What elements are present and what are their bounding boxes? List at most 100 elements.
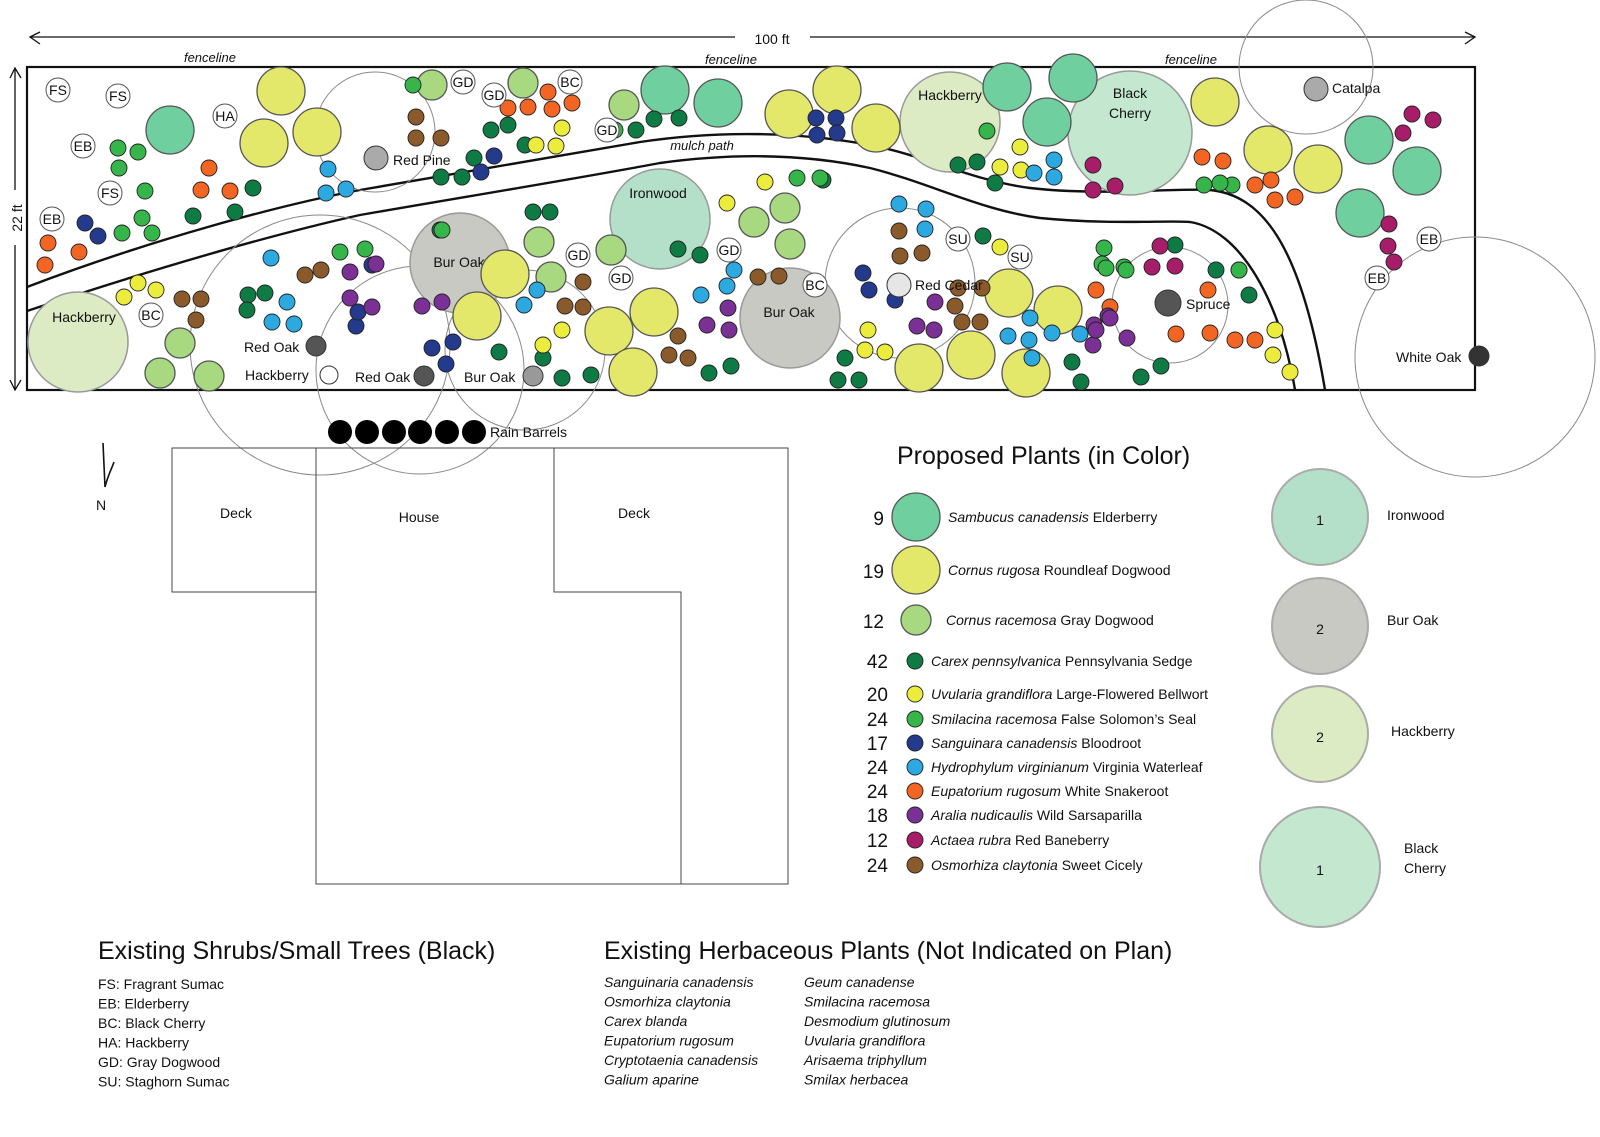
proposed-plant-markers xyxy=(36,53,1442,398)
legend-text: Sanguinara canadensis Bloodroot xyxy=(931,735,1141,751)
existing-herbaceous-item: Galium aparine xyxy=(604,1072,699,1088)
north-arrow-icon xyxy=(102,442,115,488)
shrub-code-marker-fs: FS xyxy=(105,83,131,109)
sweet-cicely-marker xyxy=(660,346,678,364)
red-pine-trunk xyxy=(363,145,389,171)
bur-oak-trunk xyxy=(522,365,544,387)
svg-text:GD: GD xyxy=(611,270,632,286)
solomons-seal-marker xyxy=(136,182,154,200)
legend-row-bloodroot: 17 Sanguinara canadensis Bloodroot xyxy=(867,734,1141,755)
solomons-seal-marker xyxy=(143,224,161,242)
bloodroot-marker xyxy=(807,109,825,127)
gray-dogwood-marker xyxy=(774,228,806,260)
sarsaparilla-marker xyxy=(908,317,926,335)
waterleaf-marker xyxy=(917,200,935,218)
waterleaf-marker xyxy=(317,184,335,202)
house-outline xyxy=(171,447,789,885)
sweet-cicely-marker xyxy=(749,268,767,286)
waterleaf-marker xyxy=(319,160,337,178)
sarsaparilla-marker xyxy=(367,255,385,273)
red-oak-label-east: Red Oak xyxy=(355,369,411,385)
proposed-legend-title: Proposed Plants (in Color) xyxy=(897,442,1190,470)
baneberry-marker xyxy=(1403,105,1421,123)
existing-herbaceous-item: Osmorhiza claytonia xyxy=(604,994,731,1010)
sweet-cicely-marker xyxy=(173,290,191,308)
shrub-code-marker-eb: EB xyxy=(39,206,65,232)
shrub-code-marker-fs: FS xyxy=(45,77,71,103)
sedge-marker xyxy=(986,174,1004,192)
roundleaf-dogwood-marker xyxy=(1033,285,1083,335)
sweet-cicely-marker xyxy=(949,279,967,297)
solomons-seal-marker xyxy=(109,139,127,157)
red-oak-trunk-east xyxy=(413,365,435,387)
bloodroot-marker xyxy=(472,163,490,181)
legend-text: Cornus rugosa Roundleaf Dogwood xyxy=(948,562,1171,578)
baneberry-marker xyxy=(1380,215,1398,233)
shrub-code-marker-bc: BC xyxy=(802,272,828,298)
baneberry-marker xyxy=(1084,181,1102,199)
sarsaparilla-marker xyxy=(698,316,716,334)
elderberry-marker xyxy=(1048,53,1098,103)
white-oak-trunk xyxy=(1468,345,1490,367)
svg-text:19: 19 xyxy=(863,562,884,583)
spruce-label: Spruce xyxy=(1186,296,1231,312)
existing-shrub-item: SU: Staghorn Sumac xyxy=(98,1074,230,1090)
bloodroot-marker xyxy=(89,227,107,245)
bellwort-swatch xyxy=(906,685,924,703)
hackberry-trunk xyxy=(319,365,339,385)
sweet-cicely-marker xyxy=(679,349,697,367)
snakeroot-marker xyxy=(1262,171,1280,189)
elderberry-marker xyxy=(1344,115,1394,165)
shrub-code-marker-ha: HA xyxy=(212,103,238,129)
bellwort-marker xyxy=(991,158,1009,176)
mulch-path-label: mulch path xyxy=(670,138,734,153)
legend-text: Osmorhiza claytonia Sweet Cicely xyxy=(931,857,1143,873)
gray-dogwood-marker xyxy=(164,327,196,359)
catalpa-trunk xyxy=(1303,76,1329,102)
sweet-cicely-marker xyxy=(556,297,574,315)
svg-text:9: 9 xyxy=(873,509,884,530)
roundleaf-dogwood-marker xyxy=(256,66,306,116)
sweet-cicely-marker xyxy=(574,273,592,291)
bellwort-marker xyxy=(553,119,571,137)
sedge-marker xyxy=(836,349,854,367)
snakeroot-marker xyxy=(543,100,561,118)
svg-text:EB: EB xyxy=(74,138,93,154)
snakeroot-marker xyxy=(1246,176,1264,194)
solomons-seal-marker xyxy=(404,76,422,94)
sweet-cicely-marker xyxy=(187,311,205,329)
shrub-code-marker-gd: GD xyxy=(481,82,507,108)
baneberry-marker xyxy=(1394,124,1412,142)
snakeroot-marker xyxy=(563,94,581,112)
bloodroot-marker xyxy=(76,214,94,232)
gray-dogwood-marker xyxy=(595,234,627,266)
proposed-hackberry-plan-west xyxy=(27,291,129,393)
shrub-code-marker-gd: GD xyxy=(608,265,634,291)
sedge-marker xyxy=(226,203,244,221)
sweet-cicely-swatch xyxy=(906,856,924,874)
svg-text:BC: BC xyxy=(805,277,824,293)
deck-west-label: Deck xyxy=(220,505,253,521)
svg-text:Hackberry: Hackberry xyxy=(1391,723,1455,739)
svg-text:18: 18 xyxy=(867,806,888,827)
sarsaparilla-marker xyxy=(1101,309,1119,327)
white-oak-canopy xyxy=(1354,236,1596,478)
sedge-marker xyxy=(499,116,517,134)
hackberry-label: Hackberry xyxy=(245,367,309,383)
solomons-seal-marker xyxy=(133,209,151,227)
proposed-trees-plan xyxy=(27,70,1193,393)
existing-herbaceous-item: Smilacina racemosa xyxy=(804,994,930,1010)
shrub-code-marker-eb: EB xyxy=(1416,226,1442,252)
waterleaf-marker xyxy=(1043,324,1061,342)
sedge-marker xyxy=(1152,357,1170,375)
red-cedar-label: Red Cedar xyxy=(915,277,983,293)
waterleaf-marker xyxy=(692,286,710,304)
roundleaf-dogwood-marker xyxy=(239,118,289,168)
svg-text:17: 17 xyxy=(867,734,888,755)
waterleaf-marker xyxy=(916,220,934,238)
sedge-marker xyxy=(453,168,471,186)
